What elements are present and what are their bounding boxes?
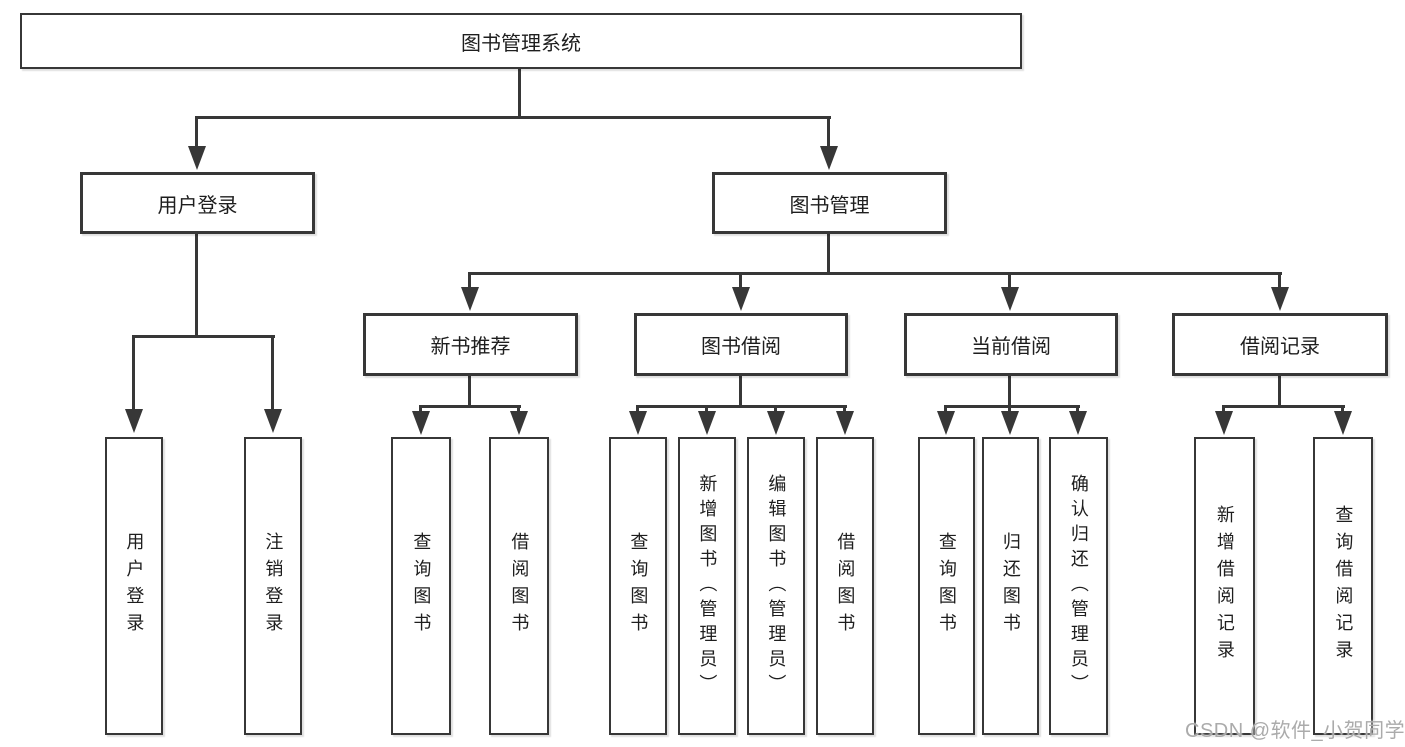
node-label: 图书管理系统 bbox=[461, 32, 581, 55]
connector-line bbox=[705, 406, 708, 415]
node-label: 当前借阅 bbox=[971, 336, 1051, 358]
leaf-query-books-current: 查询图书 bbox=[918, 437, 975, 735]
connector-line bbox=[518, 69, 521, 118]
connector-line bbox=[517, 406, 520, 415]
arrow-down-icon bbox=[629, 411, 647, 435]
arrow-down-icon bbox=[264, 409, 282, 433]
leaf-label: 注销登录 bbox=[263, 532, 284, 640]
leaf-label: 借阅图书 bbox=[835, 532, 856, 640]
connector-line bbox=[195, 234, 198, 338]
leaf-user-login: 用户登录 bbox=[105, 437, 163, 735]
connector-line bbox=[774, 406, 777, 415]
leaf-label: 新增图书（管理员） bbox=[697, 473, 718, 699]
connector-line bbox=[1341, 406, 1344, 415]
connector-line bbox=[636, 406, 639, 415]
leaf-add-book-admin: 新增图书（管理员） bbox=[678, 437, 736, 735]
leaf-label: 查询图书 bbox=[411, 532, 432, 640]
connector-line bbox=[195, 117, 198, 150]
connector-line bbox=[132, 335, 275, 338]
leaf-query-borrow-record: 查询借阅记录 bbox=[1313, 437, 1373, 735]
connector-line bbox=[1076, 406, 1079, 415]
leaf-edit-book-admin: 编辑图书（管理员） bbox=[747, 437, 805, 735]
connector-line bbox=[1222, 405, 1345, 408]
node-book-management: 图书管理 bbox=[712, 172, 947, 234]
arrow-down-icon bbox=[1215, 411, 1233, 435]
leaf-borrow-books-recommend: 借阅图书 bbox=[489, 437, 549, 735]
connector-line bbox=[1278, 273, 1281, 291]
arrow-down-icon bbox=[1001, 411, 1019, 435]
arrow-down-icon bbox=[1334, 411, 1352, 435]
node-label: 借阅记录 bbox=[1240, 336, 1320, 358]
arrow-down-icon bbox=[698, 411, 716, 435]
leaf-query-books-recommend: 查询图书 bbox=[391, 437, 451, 735]
node-label: 新书推荐 bbox=[430, 336, 511, 358]
node-new-book-recommendation: 新书推荐 bbox=[363, 313, 578, 376]
connector-line bbox=[468, 273, 471, 291]
arrow-down-icon bbox=[767, 411, 785, 435]
leaf-confirm-return-admin: 确认归还（管理员） bbox=[1049, 437, 1108, 735]
leaf-label: 查询借阅记录 bbox=[1333, 505, 1354, 667]
connector-line bbox=[1278, 376, 1281, 408]
arrow-down-icon bbox=[1069, 411, 1087, 435]
node-borrowing-records: 借阅记录 bbox=[1172, 313, 1388, 376]
leaf-label: 编辑图书（管理员） bbox=[766, 473, 787, 699]
arrow-down-icon bbox=[461, 287, 479, 311]
leaf-borrow-books: 借阅图书 bbox=[816, 437, 874, 735]
node-library-management-system: 图书管理系统 bbox=[20, 13, 1022, 69]
connector-line bbox=[944, 406, 947, 415]
connector-line bbox=[944, 405, 1080, 408]
connector-line bbox=[468, 376, 471, 408]
arrow-down-icon bbox=[836, 411, 854, 435]
arrow-down-icon bbox=[125, 409, 143, 433]
leaf-label: 用户登录 bbox=[124, 532, 145, 640]
node-label: 图书借阅 bbox=[701, 336, 781, 358]
connector-line bbox=[132, 336, 135, 413]
connector-line bbox=[739, 376, 742, 408]
connector-line bbox=[1222, 406, 1225, 415]
watermark: CSDN @软件_小贺同学 bbox=[1185, 720, 1405, 742]
leaf-label: 查询图书 bbox=[628, 532, 649, 640]
connector-line bbox=[419, 405, 521, 408]
leaf-add-borrow-record: 新增借阅记录 bbox=[1194, 437, 1255, 735]
node-book-borrowing: 图书借阅 bbox=[634, 313, 848, 376]
leaf-label: 借阅图书 bbox=[509, 532, 530, 640]
node-current-borrowing: 当前借阅 bbox=[904, 313, 1118, 376]
arrow-down-icon bbox=[1271, 287, 1289, 311]
connector-line bbox=[827, 117, 830, 150]
leaf-label: 确认归还（管理员） bbox=[1068, 473, 1089, 699]
arrow-down-icon bbox=[937, 411, 955, 435]
connector-line bbox=[636, 405, 847, 408]
node-label: 图书管理 bbox=[789, 194, 870, 217]
connector-line bbox=[419, 406, 422, 415]
connector-line bbox=[1008, 376, 1011, 408]
connector-line bbox=[271, 336, 274, 413]
leaf-label: 查询图书 bbox=[936, 532, 957, 640]
leaf-query-books-borrow: 查询图书 bbox=[609, 437, 667, 735]
connector-line bbox=[739, 273, 742, 291]
arrow-down-icon bbox=[510, 411, 528, 435]
connector-line bbox=[827, 234, 830, 275]
arrow-down-icon bbox=[188, 146, 206, 170]
arrow-down-icon bbox=[820, 146, 838, 170]
leaf-label: 新增借阅记录 bbox=[1214, 505, 1235, 667]
arrow-down-icon bbox=[412, 411, 430, 435]
connector-line bbox=[843, 406, 846, 415]
node-user-login: 用户登录 bbox=[80, 172, 315, 234]
connector-line bbox=[1008, 406, 1011, 415]
connector-line bbox=[195, 116, 831, 119]
connector-line bbox=[1008, 273, 1011, 291]
leaf-label: 归还图书 bbox=[1000, 532, 1021, 640]
connector-line bbox=[468, 272, 1282, 275]
leaf-return-books: 归还图书 bbox=[982, 437, 1039, 735]
leaf-logout: 注销登录 bbox=[244, 437, 302, 735]
arrow-down-icon bbox=[1001, 287, 1019, 311]
node-label: 用户登录 bbox=[157, 194, 238, 217]
arrow-down-icon bbox=[732, 287, 750, 311]
